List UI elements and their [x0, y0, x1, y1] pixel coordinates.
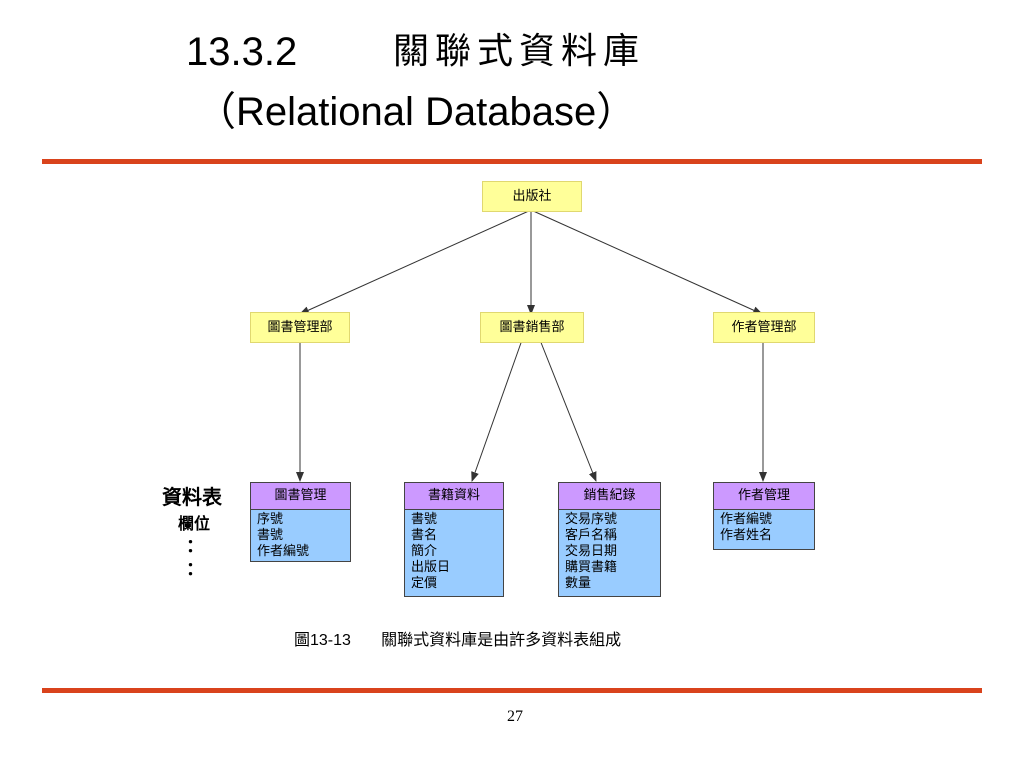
table-header: 作者管理 [714, 483, 814, 510]
table-field: 作者姓名 [720, 528, 773, 543]
table-field: 交易日期 [565, 544, 618, 559]
dept-node-sales: 圖書銷售部 [480, 312, 584, 343]
ellipsis-dots-2: ： [186, 559, 204, 580]
section-number: 13.3.2 [186, 30, 298, 74]
table-field: 書名 [411, 528, 438, 543]
page-number: 27 [507, 708, 523, 725]
edge-sales-dept-to-books-table [471, 339, 523, 482]
edge-root-to-author-dept [530, 209, 763, 315]
root-node-publisher: 出版社 [482, 181, 582, 212]
dept-node-library: 圖書管理部 [250, 312, 350, 343]
table-header: 銷售紀錄 [559, 483, 660, 510]
table-field: 序號 [257, 512, 284, 527]
table-book-data: 書籍資料 書號 書名 簡介 出版日 定價 [404, 482, 504, 597]
table-field: 交易序號 [565, 512, 618, 527]
figure-number: 圖13-13 [294, 632, 351, 649]
figure-caption-text: 關聯式資料庫是由許多資料表組成 [381, 630, 622, 649]
table-header: 書籍資料 [405, 483, 503, 510]
table-library-mgmt: 圖書管理 序號 書號 作者編號 [250, 482, 351, 562]
title-english: （Relational Database） [196, 90, 637, 134]
table-field: 書號 [411, 512, 438, 527]
edge-root-to-library-dept [299, 209, 532, 315]
side-label-fields: 欄位 [178, 514, 211, 533]
table-author-mgmt: 作者管理 作者編號 作者姓名 [713, 482, 815, 550]
table-sales-records: 銷售紀錄 交易序號 客戶名稱 交易日期 購買書籍 數量 [558, 482, 661, 597]
table-field: 書號 [257, 528, 284, 543]
table-field: 作者編號 [257, 544, 310, 559]
table-field: 簡介 [411, 544, 438, 559]
table-field: 作者編號 [720, 512, 773, 527]
table-header: 圖書管理 [251, 483, 350, 510]
table-field: 數量 [565, 576, 592, 591]
ellipsis-dots-1: ： [186, 536, 204, 557]
top-rule [42, 159, 982, 164]
dept-node-author: 作者管理部 [713, 312, 815, 343]
bottom-rule [42, 688, 982, 693]
side-label-tables: 資料表 [162, 485, 222, 509]
table-field: 客戶名稱 [565, 528, 618, 543]
table-field: 購買書籍 [565, 560, 618, 575]
title-chinese: 關聯式資料庫 [393, 31, 646, 72]
table-field: 出版日 [411, 560, 451, 575]
figure-caption: 圖13-13 關聯式資料庫是由許多資料表組成 [294, 626, 621, 650]
table-field: 定價 [411, 576, 438, 591]
edge-sales-dept-to-sales-table [539, 339, 597, 482]
